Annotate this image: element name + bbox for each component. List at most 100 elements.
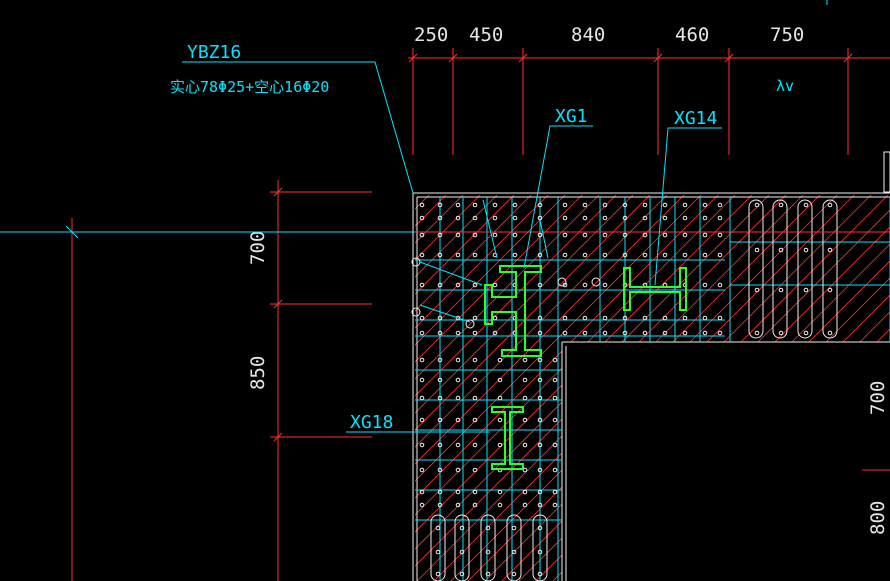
rebar-solid [472, 202, 478, 208]
rebar-solid [522, 502, 528, 508]
stirrup-loop [480, 514, 496, 581]
rebar-solid [437, 282, 443, 288]
rebar-solid [537, 502, 543, 508]
rebar-solid [437, 417, 443, 423]
hatch-line [415, 195, 503, 581]
rebar-solid [537, 282, 543, 288]
rebar-solid [511, 525, 517, 531]
rebar-solid [682, 232, 688, 238]
stirrup-loop [506, 514, 522, 581]
rebar-solid [437, 357, 443, 363]
right-edge-mark [883, 151, 890, 193]
rebar-solid [582, 232, 588, 238]
rebar-solid [562, 315, 568, 321]
rebar-solid [497, 442, 503, 448]
hatch-line [526, 195, 890, 581]
rebar-solid [437, 395, 443, 401]
rebar-solid [562, 282, 568, 288]
rebar-solid [435, 549, 441, 555]
rebar-solid [522, 417, 528, 423]
hatch-line [415, 195, 639, 581]
dim-right-1: 700 [867, 381, 889, 415]
rebar-solid [537, 525, 543, 531]
hatch-line [415, 195, 588, 581]
left-dimension-chain [270, 180, 372, 581]
rebar-solid [778, 330, 784, 336]
rebar-solid [803, 287, 809, 293]
rebar-solid [537, 330, 543, 336]
rebar-solid [682, 252, 688, 258]
dim-top-5: 750 [770, 24, 804, 46]
rebar-solid [455, 330, 461, 336]
hatch-line [415, 195, 520, 581]
rebar-solid [642, 330, 648, 336]
stirrup-loop [430, 514, 446, 581]
rebar-solid [472, 395, 478, 401]
rebar-solid [492, 330, 498, 336]
hatch-line [560, 195, 890, 581]
rebar-solid [437, 215, 443, 221]
rebar-solid [522, 489, 528, 495]
hatch-line [679, 195, 890, 581]
hatch-line [662, 195, 890, 581]
rebar-solid [803, 330, 809, 336]
dim-left-1: 700 [247, 231, 269, 265]
dim-right-2: 800 [867, 501, 889, 535]
rebar-solid [492, 215, 498, 221]
hatch-line [415, 195, 418, 581]
rebar-solid [537, 202, 543, 208]
rebar-solid [522, 442, 528, 448]
rebar-hollow [557, 277, 567, 287]
column-outline [412, 192, 890, 581]
rebar-solid [419, 215, 425, 221]
rebar-solid [827, 330, 833, 336]
rebar-solid [497, 417, 503, 423]
rebar-hollow [411, 307, 421, 317]
rebar-solid [419, 377, 425, 383]
rebar-solid [419, 502, 425, 508]
rebar-solid [497, 502, 503, 508]
rebar-solid [437, 502, 443, 508]
rebar-solid [552, 377, 558, 383]
rebar-solid [778, 287, 784, 293]
rebar-solid [455, 442, 461, 448]
rebar-solid [485, 525, 491, 531]
rebar-solid [702, 202, 708, 208]
stirrup-loop [822, 199, 838, 339]
rebar-solid [492, 232, 498, 238]
rebar-solid [459, 549, 465, 555]
rebar-solid [778, 202, 784, 208]
ybz16-leader [182, 61, 414, 194]
rebar-solid [717, 252, 723, 258]
rebar-leaders [419, 199, 549, 323]
reinforcement-label: 实心78Φ25+空心16Φ20 [170, 78, 329, 96]
hatch-line [415, 195, 775, 581]
rebar-solid [435, 571, 441, 577]
rebar-solid [419, 232, 425, 238]
rebar-solid [522, 357, 528, 363]
rebar-solid [455, 467, 461, 473]
rebar-solid [522, 395, 528, 401]
xg1-leader [523, 125, 593, 269]
rebar-solid [754, 202, 760, 208]
hatch-line [713, 195, 890, 581]
rebar-solid [622, 232, 628, 238]
hatch-line [696, 195, 890, 581]
rebar-solid [642, 252, 648, 258]
rebar-solid [642, 232, 648, 238]
rebar-solid [437, 489, 443, 495]
rebar-solid [537, 571, 543, 577]
rebar-solid [754, 247, 760, 253]
rebar-solid [485, 549, 491, 555]
rebar-solid [717, 315, 723, 321]
rebar-solid [472, 467, 478, 473]
rebar-solid [492, 282, 498, 288]
hatch-line [415, 195, 622, 581]
rebar-points [411, 202, 833, 577]
rebar-solid [537, 442, 543, 448]
hatch-line [415, 195, 554, 581]
hatch-line [611, 195, 890, 581]
steel-section-xg18 [491, 406, 524, 470]
hatch-line [415, 195, 724, 581]
